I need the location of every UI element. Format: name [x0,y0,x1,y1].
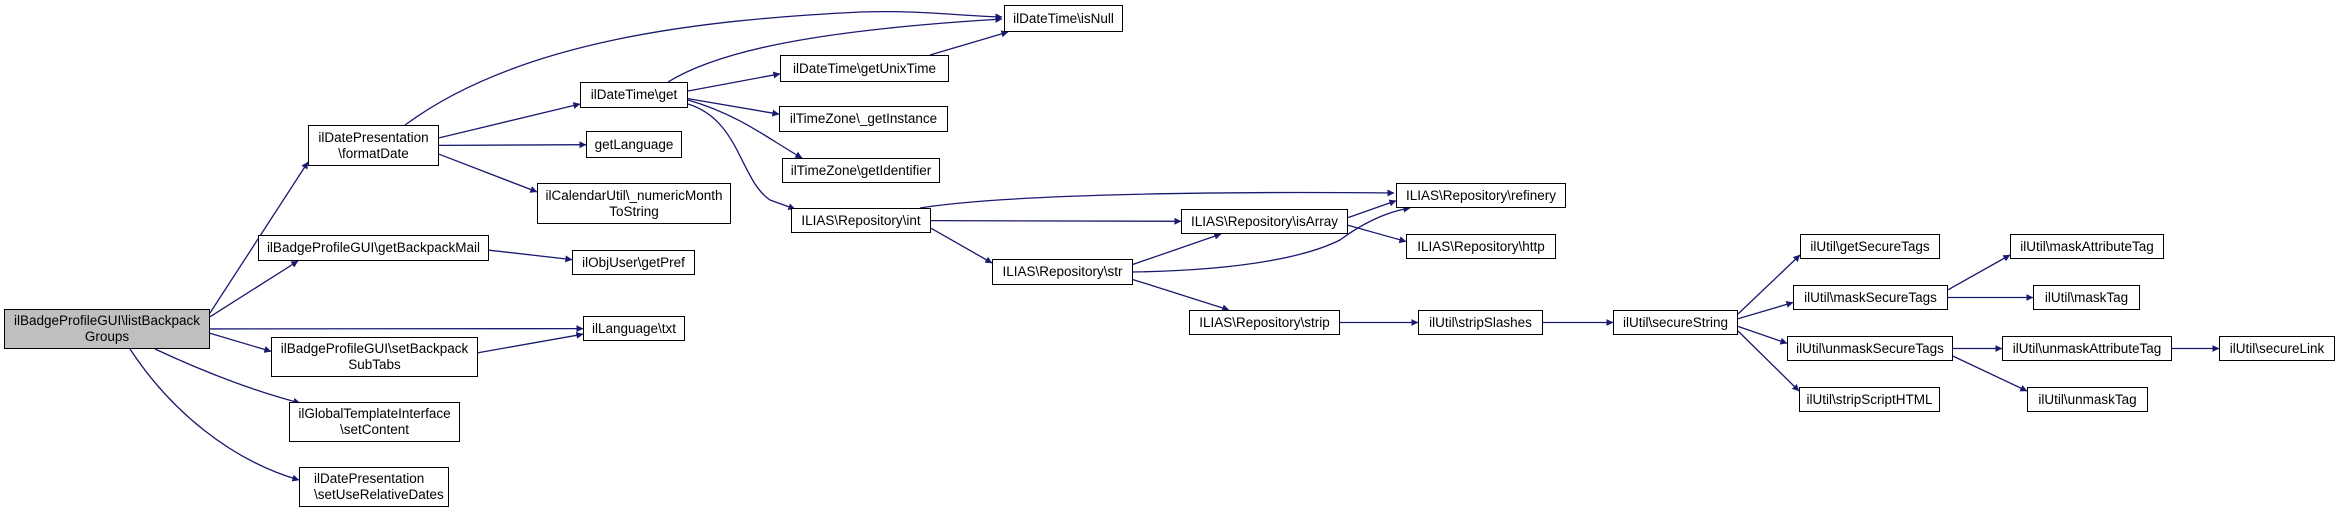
node-label: getLanguage [594,136,674,152]
node-label: ilUtil\unmaskTag [2038,391,2137,407]
edge-repoInt-to-repoStr [930,227,993,264]
node-label: ILIAS\Repository\str [1002,264,1123,279]
edge-repoStr-to-isArray [1132,232,1222,266]
edge-maskSecureTags-to-maskAttributeTag [1947,254,2011,291]
node-label: ILIAS\Repository\int [801,212,921,228]
node-getPref[interactable]: ilObjUser\getPref [572,250,695,275]
node-strip[interactable]: ILIAS\Repository\strip [1189,310,1340,335]
node-getBackpackMail[interactable]: ilBadgeProfileGUI\getBackpackMail [258,235,489,261]
node-isArray[interactable]: ILIAS\Repository\isArray [1181,209,1348,234]
node-label: ilBadgeProfileGUI\getBackpackMail [266,240,481,255]
node-maskTag[interactable]: ilUtil\maskTag [2033,285,2140,310]
node-maskSecureTags[interactable]: ilUtil\maskSecureTags [1793,285,1948,310]
edge-formatDate-to-getLanguage [438,141,587,149]
edge-get-to-repoInt [687,103,796,211]
node-label: ilCalendarUtil\_numericMonth ToString [545,187,723,219]
node-label: ilDateTime\get [590,87,678,102]
node-label: ILIAS\Repository\strip [1199,314,1330,330]
node-label: ilDatePresentation \formatDate [318,129,429,161]
edge-root-to-setUseRelativeDates [129,348,300,482]
node-label: ilLanguage\txt [591,320,677,336]
edge-get-to-getUnixTime [687,71,781,92]
node-txt[interactable]: ilLanguage\txt [583,316,685,341]
edge-formatDate-to-isNull [404,10,1003,126]
node-http[interactable]: ILIAS\Repository\http [1406,234,1556,259]
node-getLanguage[interactable]: getLanguage [586,131,682,158]
edge-repoInt-to-refinery [919,189,1395,209]
node-setContent[interactable]: ilGlobalTemplateInterface \setContent [289,402,460,442]
edge-isArray-to-refinery [1347,199,1397,219]
node-formatDate[interactable]: ilDatePresentation \formatDate [308,125,439,166]
node-root[interactable]: ilBadgeProfileGUI\listBackpack Groups [4,309,210,349]
edge-getBackpackMail-to-getPref [488,249,573,263]
edge-unmaskSecureTags-to-unmaskTag [1952,355,2028,392]
node-label: ILIAS\Repository\http [1417,238,1545,254]
node-label: ilUtil\maskAttributeTag [2020,238,2154,254]
node-getIdentifier[interactable]: ilTimeZone\getIdentifier [782,158,940,183]
node-isNull[interactable]: ilDateTime\isNull [1004,5,1123,32]
node-label: ilUtil\stripScriptHTML [1806,391,1933,407]
node-label: ilTimeZone\getIdentifier [790,162,932,178]
node-label: ilUtil\getSecureTags [1810,238,1930,254]
node-label: ilDatePresentation \setUseRelativeDates [314,471,444,502]
node-secureString[interactable]: ilUtil\secureString [1613,310,1738,335]
node-label: ilObjUser\getPref [582,254,685,270]
edge-secureString-to-maskSecureTags [1737,301,1794,320]
node-label: ilUtil\secureString [1622,314,1729,330]
edge-root-to-setContent [154,348,301,405]
node-label: ILIAS\Repository\refinery [1405,187,1557,203]
edge-get-to-getInstance [687,97,780,117]
edge-isArray-to-http [1347,224,1407,244]
edge-repoStr-to-strip [1132,278,1230,312]
node-maskAttributeTag[interactable]: ilUtil\maskAttributeTag [2010,234,2164,259]
node-label: ilTimeZone\_getInstance [789,111,938,126]
edge-repoInt-to-isArray [930,217,1182,225]
edge-formatDate-to-numericMonth [438,153,538,193]
node-label: ilDateTime\isNull [1013,10,1114,26]
node-unmaskSecureTags[interactable]: ilUtil\unmaskSecureTags [1787,336,1953,361]
edge-secureString-to-stripScriptHTML [1737,330,1800,392]
node-label: ilUtil\unmaskAttributeTag [2012,340,2162,356]
node-getSecureTags[interactable]: ilUtil\getSecureTags [1800,234,1940,259]
edge-getUnixTime-to-isNull [929,30,1009,56]
node-label: ilGlobalTemplateInterface \setContent [298,406,451,437]
node-getInstance[interactable]: ilTimeZone\_getInstance [779,106,948,132]
node-get[interactable]: ilDateTime\get [580,82,688,108]
node-label: ilBadgeProfileGUI\listBackpack Groups [13,313,201,344]
edge-get-to-isNull [667,15,1003,83]
node-repoInt[interactable]: ILIAS\Repository\int [791,208,931,233]
edge-root-to-setBackpackSubTabs [209,332,272,353]
edge-secureString-to-unmaskSecureTags [1737,325,1788,345]
edge-get-to-getIdentifier [687,99,803,159]
node-label: ilBadgeProfileGUI\setBackpack SubTabs [280,341,469,372]
edge-repoStr-to-refinery [1132,205,1411,273]
node-label: ilUtil\unmaskSecureTags [1796,340,1944,356]
node-repoStr[interactable]: ILIAS\Repository\str [992,259,1133,285]
node-numericMonth[interactable]: ilCalendarUtil\_numericMonth ToString [537,183,731,224]
node-label: ilUtil\maskTag [2044,289,2129,305]
node-setUseRelativeDates[interactable]: ilDatePresentation \setUseRelativeDates [299,467,449,507]
node-label: ilDateTime\getUnixTime [792,60,937,76]
node-setBackpackSubTabs[interactable]: ilBadgeProfileGUI\setBackpack SubTabs [271,337,478,377]
node-label: ilUtil\stripSlashes [1429,314,1532,330]
node-getUnixTime[interactable]: ilDateTime\getUnixTime [780,55,949,82]
node-unmaskAttributeTag[interactable]: ilUtil\unmaskAttributeTag [2002,336,2172,361]
node-label: ILIAS\Repository\isArray [1190,213,1339,229]
node-secureLink[interactable]: ilUtil\secureLink [2219,336,2335,361]
edge-root-to-getBackpackMail [209,260,299,318]
node-label: ilUtil\secureLink [2229,340,2325,356]
node-refinery[interactable]: ILIAS\Repository\refinery [1396,183,1566,208]
node-stripScriptHTML[interactable]: ilUtil\stripScriptHTML [1799,387,1940,412]
edge-secureString-to-getSecureTags [1737,254,1801,315]
node-label: ilUtil\maskSecureTags [1804,289,1937,305]
node-stripSlashes[interactable]: ilUtil\stripSlashes [1418,310,1543,335]
edge-formatDate-to-get [438,102,581,139]
node-unmaskTag[interactable]: ilUtil\unmaskTag [2027,387,2148,412]
edge-setBackpackSubTabs-to-txt [477,331,584,354]
